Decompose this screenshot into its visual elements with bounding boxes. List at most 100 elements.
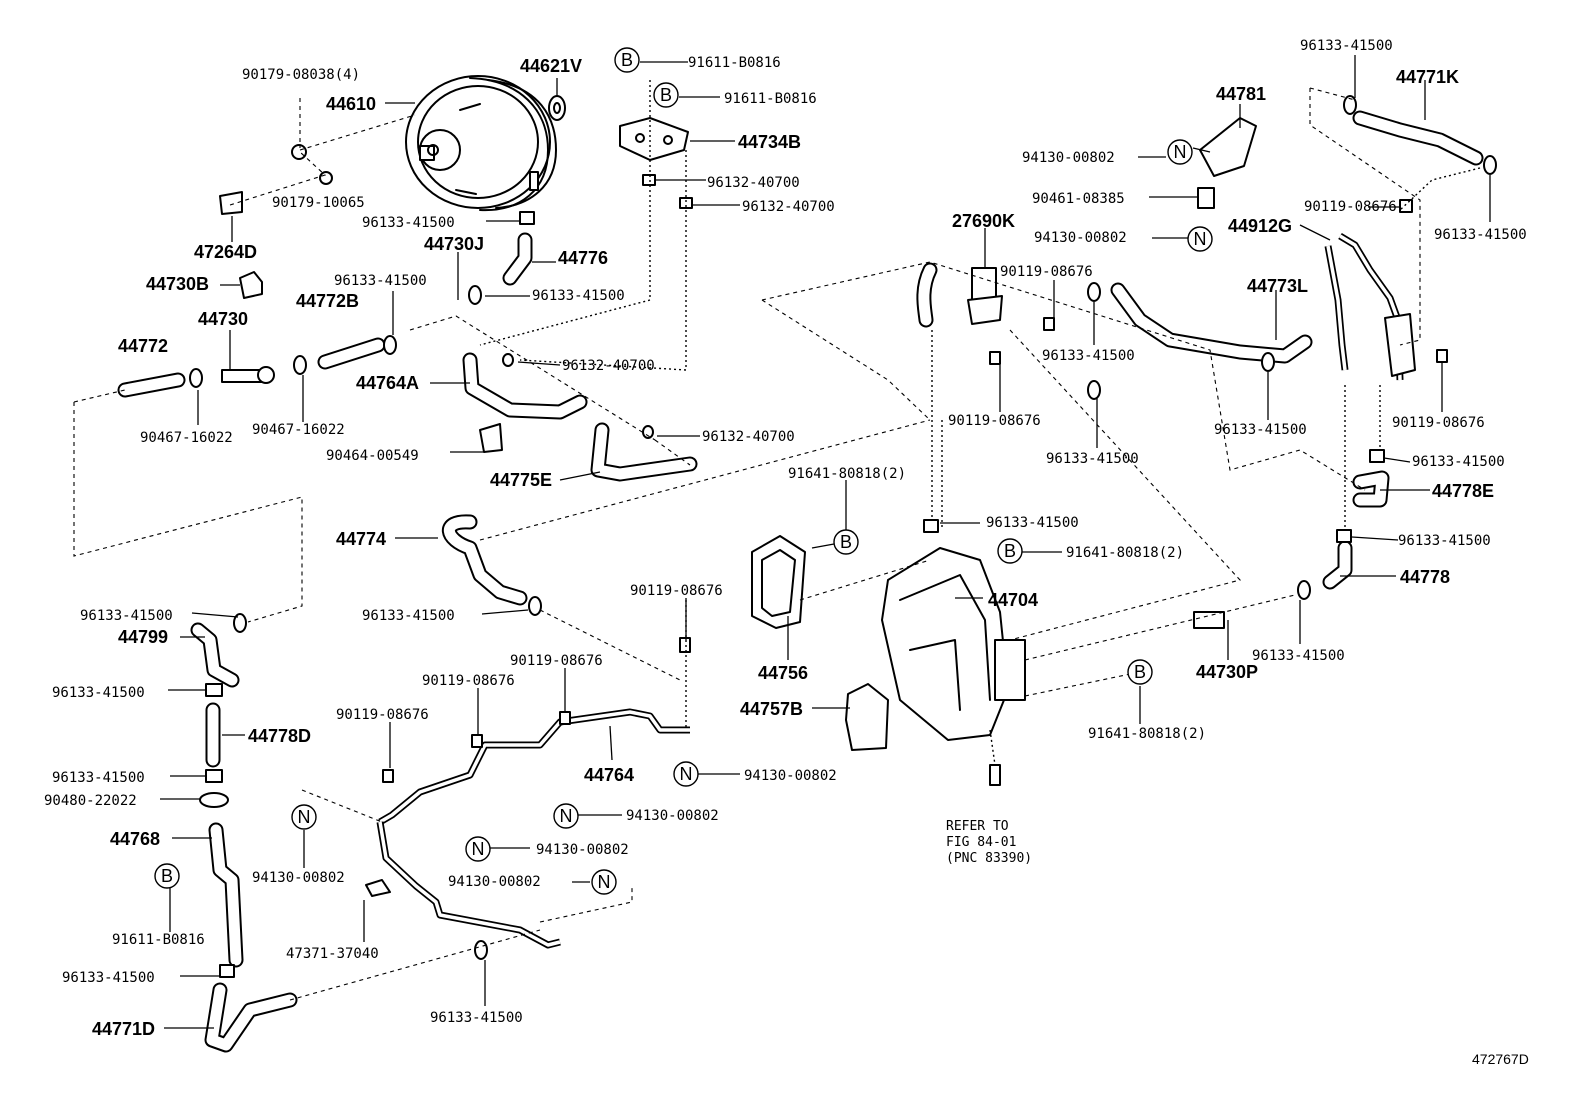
ref-label: 96133-41500 (334, 273, 427, 289)
ref-label: 90119-08676 (948, 413, 1041, 429)
ref-label: 47371-37040 (286, 946, 379, 962)
assembly-lines (73, 80, 1481, 1001)
label-44778: 44778 (1400, 567, 1450, 587)
svg-text:B: B (660, 85, 672, 105)
ref-label: 96133-41500 (362, 608, 455, 624)
label-44734b: 44734B (738, 132, 801, 152)
badge-b: B (614, 47, 640, 73)
bracket-44757b-drawing (845, 683, 889, 751)
label-44730p: 44730P (1196, 662, 1258, 682)
ref-label: 94130-00802 (536, 842, 629, 858)
ref-label: 91611-B0816 (688, 55, 781, 71)
label-44776: 44776 (558, 248, 608, 268)
label-44912g: 44912G (1228, 216, 1292, 236)
vsv-27690k-drawing (967, 267, 1003, 325)
tank-44704-drawing (881, 547, 1026, 741)
ref-label: 96133-41500 (52, 770, 145, 786)
ref-label: 90119-08676 (1304, 199, 1397, 215)
ref-label: 90119-08676 (1000, 264, 1093, 280)
hoses (117, 110, 1484, 1053)
svg-text:N: N (680, 764, 693, 784)
ref-label: 91641-80818(2) (1088, 726, 1206, 742)
label-44768: 44768 (110, 829, 160, 849)
label-44773l: 44773L (1247, 276, 1308, 296)
label-44774: 44774 (336, 529, 386, 549)
ref-label: 91641-80818(2) (1066, 545, 1184, 561)
svg-text:B: B (1004, 541, 1016, 561)
svg-text:B: B (840, 532, 852, 552)
label-44775e: 44775E (490, 470, 552, 490)
badge-b: B (653, 82, 679, 108)
switch-44730p-drawing (1193, 611, 1225, 629)
ref-label: 96133-41500 (1398, 533, 1491, 549)
ref-label: 94130-00802 (448, 874, 541, 890)
ref-label: 96133-41500 (532, 288, 625, 304)
badge-n: N (1167, 139, 1193, 165)
ref-label: 90179-08038(4) (242, 67, 360, 83)
ref-label: 90179-10065 (272, 195, 365, 211)
ref-label: 91611-B0816 (724, 91, 817, 107)
badge-n: N (673, 761, 699, 787)
ref-label: 94130-00802 (1034, 230, 1127, 246)
part-labels: 44621V 44610 47264D 44730B 44730 44772 4… (92, 56, 1494, 1039)
label-47264d: 47264D (194, 242, 257, 262)
bracket-47264d-drawing (219, 191, 243, 215)
ref-label: 90464-00549 (326, 448, 419, 464)
label-44730j: 44730J (424, 234, 484, 254)
ref-label: 94130-00802 (1022, 150, 1115, 166)
brake-booster-drawing (405, 75, 557, 212)
label-44771k: 44771K (1396, 67, 1459, 87)
ref-label: 90461-08385 (1032, 191, 1125, 207)
reference-labels: 90179-08038(4) 90179-10065 96133-41500 9… (44, 38, 1527, 1026)
ref-label: 96133-41500 (1046, 451, 1139, 467)
svg-text:REFER TO: REFER TO (946, 819, 1009, 834)
check-valve-44730-drawing (221, 366, 275, 384)
leader-lines (160, 55, 1491, 1029)
label-27690k: 27690K (952, 211, 1015, 231)
ref-label: 91641-80818(2) (788, 466, 906, 482)
ref-label: 96132-40700 (707, 175, 800, 191)
svg-text:N: N (560, 806, 573, 826)
insulator-44756-drawing (751, 535, 806, 629)
clips (189, 95, 1497, 978)
badge-b: B (997, 538, 1023, 564)
label-44756: 44756 (758, 663, 808, 683)
svg-text:(PNC 83390): (PNC 83390) (946, 851, 1032, 866)
ref-label: 94130-00802 (744, 768, 837, 784)
label-44772: 44772 (118, 336, 168, 356)
ref-label: 90119-08676 (336, 707, 429, 723)
label-44610: 44610 (326, 94, 376, 114)
label-44778d: 44778D (248, 726, 311, 746)
grommet-44621v-drawing (548, 95, 566, 121)
ref-label: 90480-22022 (44, 793, 137, 809)
ref-label: 96133-41500 (362, 215, 455, 231)
ref-label: 96132-40700 (562, 358, 655, 374)
ref-label: 96133-41500 (986, 515, 1079, 531)
badge-b: B (154, 863, 180, 889)
badge-b: B (1127, 659, 1153, 685)
ref-label: 94130-00802 (626, 808, 719, 824)
label-44730b: 44730B (146, 274, 209, 294)
ref-label: 91611-B0816 (112, 932, 205, 948)
badge-n: N (465, 836, 491, 862)
badge-n: N (553, 803, 579, 829)
svg-text:N: N (1194, 229, 1207, 249)
badge-b: B (833, 529, 859, 555)
badge-n: N (1187, 226, 1213, 252)
ref-label: 96133-41500 (52, 685, 145, 701)
ref-label: 90119-08676 (510, 653, 603, 669)
label-44764a: 44764A (356, 373, 419, 393)
svg-text:B: B (621, 50, 633, 70)
label-44764: 44764 (584, 765, 634, 785)
ref-label: 96132-40700 (702, 429, 795, 445)
label-44621v: 44621V (520, 56, 582, 76)
ref-label: 96133-41500 (430, 1010, 523, 1026)
ref-label: 94130-00802 (252, 870, 345, 886)
nut-drawing (291, 144, 333, 185)
svg-text:N: N (1174, 142, 1187, 162)
svg-text:FIG 84-01: FIG 84-01 (946, 835, 1016, 850)
svg-text:N: N (472, 839, 485, 859)
svg-text:B: B (161, 866, 173, 886)
label-44781: 44781 (1216, 84, 1266, 104)
ref-label: 90119-08676 (630, 583, 723, 599)
